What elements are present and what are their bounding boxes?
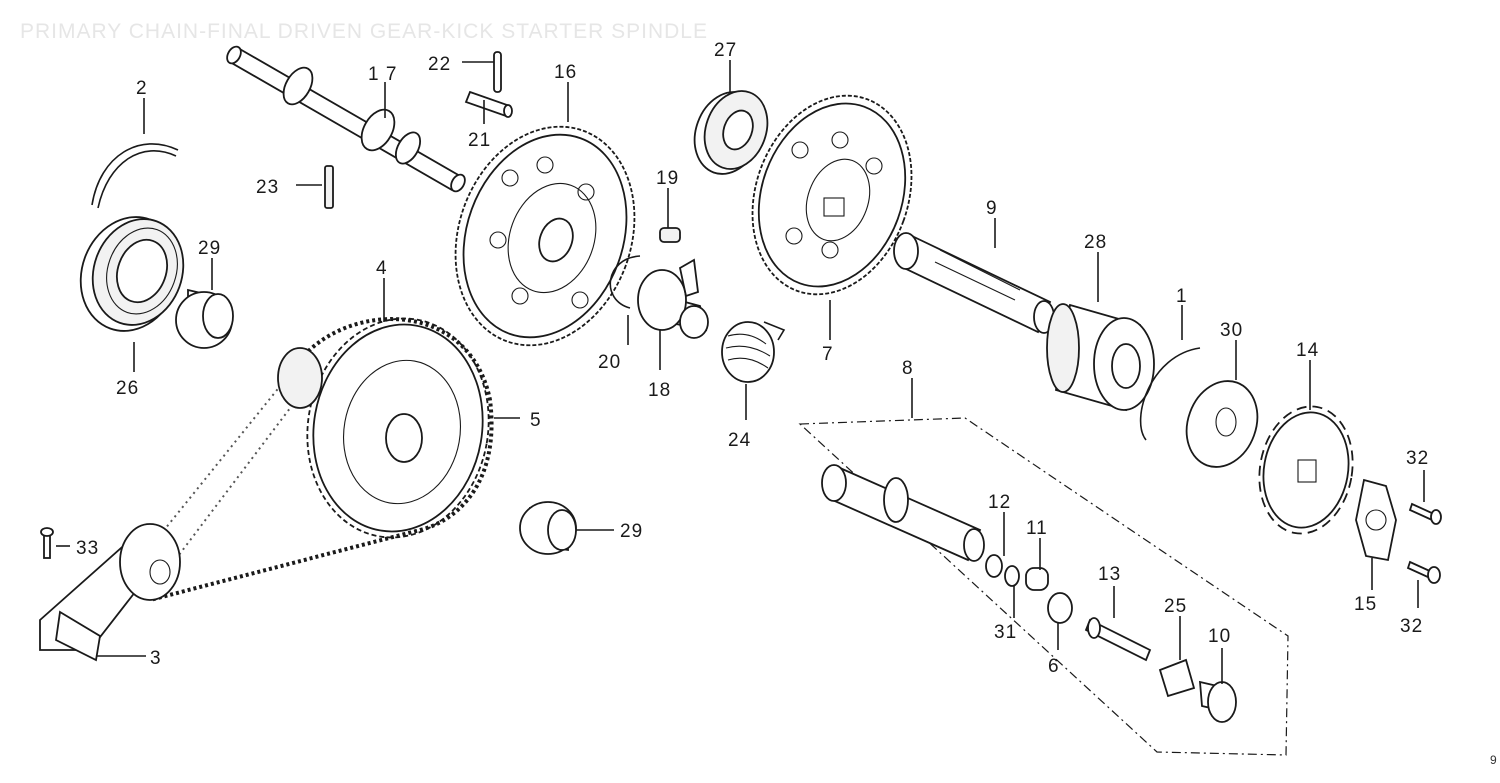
bushing-29-upper bbox=[175, 288, 234, 349]
small-sprocket bbox=[277, 347, 323, 409]
callout-28: 28 bbox=[1084, 232, 1107, 253]
callout-18: 18 bbox=[648, 380, 671, 401]
callout-17: 1 7 bbox=[368, 64, 397, 85]
callout-10: 10 bbox=[1208, 626, 1231, 647]
callout-30: 30 bbox=[1220, 320, 1243, 341]
callout-3: 3 bbox=[150, 648, 162, 669]
pin-21 bbox=[464, 90, 513, 118]
callout-5: 5 bbox=[530, 410, 542, 431]
plate-15 bbox=[1355, 478, 1397, 562]
shaft-9 bbox=[893, 232, 1055, 334]
bearing-27 bbox=[693, 90, 769, 175]
callout-27: 27 bbox=[714, 40, 737, 61]
assembly-8-outline bbox=[798, 417, 1289, 756]
callout-6: 6 bbox=[1048, 656, 1060, 677]
tensioner-3 bbox=[39, 523, 181, 662]
part-31 bbox=[1004, 565, 1020, 587]
callout-1: 1 bbox=[1176, 286, 1188, 307]
clip-20 bbox=[609, 255, 641, 309]
part-19 bbox=[659, 227, 681, 243]
callout-32-lower: 32 bbox=[1400, 616, 1423, 637]
part-11 bbox=[1025, 567, 1049, 591]
spring-24 bbox=[721, 321, 786, 383]
circlip-2 bbox=[91, 143, 179, 209]
callout-7: 7 bbox=[822, 344, 834, 365]
callout-31: 31 bbox=[994, 622, 1017, 643]
callout-25: 25 bbox=[1164, 596, 1187, 617]
callout-11: 11 bbox=[1026, 518, 1048, 539]
corner-mark: 9 bbox=[1490, 753, 1497, 767]
callout-26: 26 bbox=[116, 378, 139, 399]
callout-20: 20 bbox=[598, 352, 621, 373]
callout-14: 14 bbox=[1296, 340, 1319, 361]
washer-30 bbox=[1185, 380, 1259, 468]
bushing-29-lower bbox=[519, 501, 577, 555]
part-12 bbox=[985, 554, 1003, 578]
bolt-33 bbox=[40, 527, 54, 559]
callout-21: 21 bbox=[468, 130, 491, 151]
callout-16: 16 bbox=[554, 62, 577, 83]
callout-8: 8 bbox=[902, 358, 914, 379]
callout-32-upper: 32 bbox=[1406, 448, 1429, 469]
callout-4: 4 bbox=[376, 258, 388, 279]
sprocket-4 bbox=[306, 317, 490, 539]
callout-labels: 2 1 7 22 21 23 29 26 16 27 19 20 18 24 7… bbox=[76, 40, 1429, 677]
part-6 bbox=[1047, 592, 1073, 624]
sprocket-14 bbox=[1258, 405, 1354, 535]
gear-7 bbox=[751, 94, 913, 296]
kick-starter-spindle bbox=[226, 45, 466, 193]
callout-19: 19 bbox=[656, 168, 679, 189]
callout-24: 24 bbox=[728, 430, 751, 451]
part-10 bbox=[1199, 680, 1237, 723]
callout-29-lower: 29 bbox=[620, 521, 643, 542]
callout-15: 15 bbox=[1354, 594, 1377, 615]
callout-12: 12 bbox=[988, 492, 1011, 513]
ratchet-18 bbox=[637, 258, 709, 339]
pin-22 bbox=[493, 51, 502, 93]
bearing-28 bbox=[1046, 303, 1155, 412]
callout-29-upper: 29 bbox=[198, 238, 221, 259]
callout-23: 23 bbox=[256, 177, 279, 198]
callout-13: 13 bbox=[1098, 564, 1121, 585]
circlip-1 bbox=[1139, 347, 1201, 441]
bolt-32-upper bbox=[1408, 502, 1442, 525]
callout-2: 2 bbox=[136, 78, 148, 99]
callout-33: 33 bbox=[76, 538, 99, 559]
part-25 bbox=[1158, 658, 1196, 698]
callout-22: 22 bbox=[428, 54, 451, 75]
leader-lines bbox=[56, 60, 1425, 684]
bearing-26 bbox=[79, 216, 185, 332]
part-13 bbox=[1084, 617, 1152, 662]
bolt-32-lower bbox=[1406, 560, 1441, 584]
key-23 bbox=[324, 165, 334, 209]
diagram-title: PRIMARY CHAIN-FINAL DRIVEN GEAR-KICK STA… bbox=[20, 20, 708, 43]
driven-gear-16 bbox=[454, 125, 636, 347]
callout-9: 9 bbox=[986, 198, 998, 219]
